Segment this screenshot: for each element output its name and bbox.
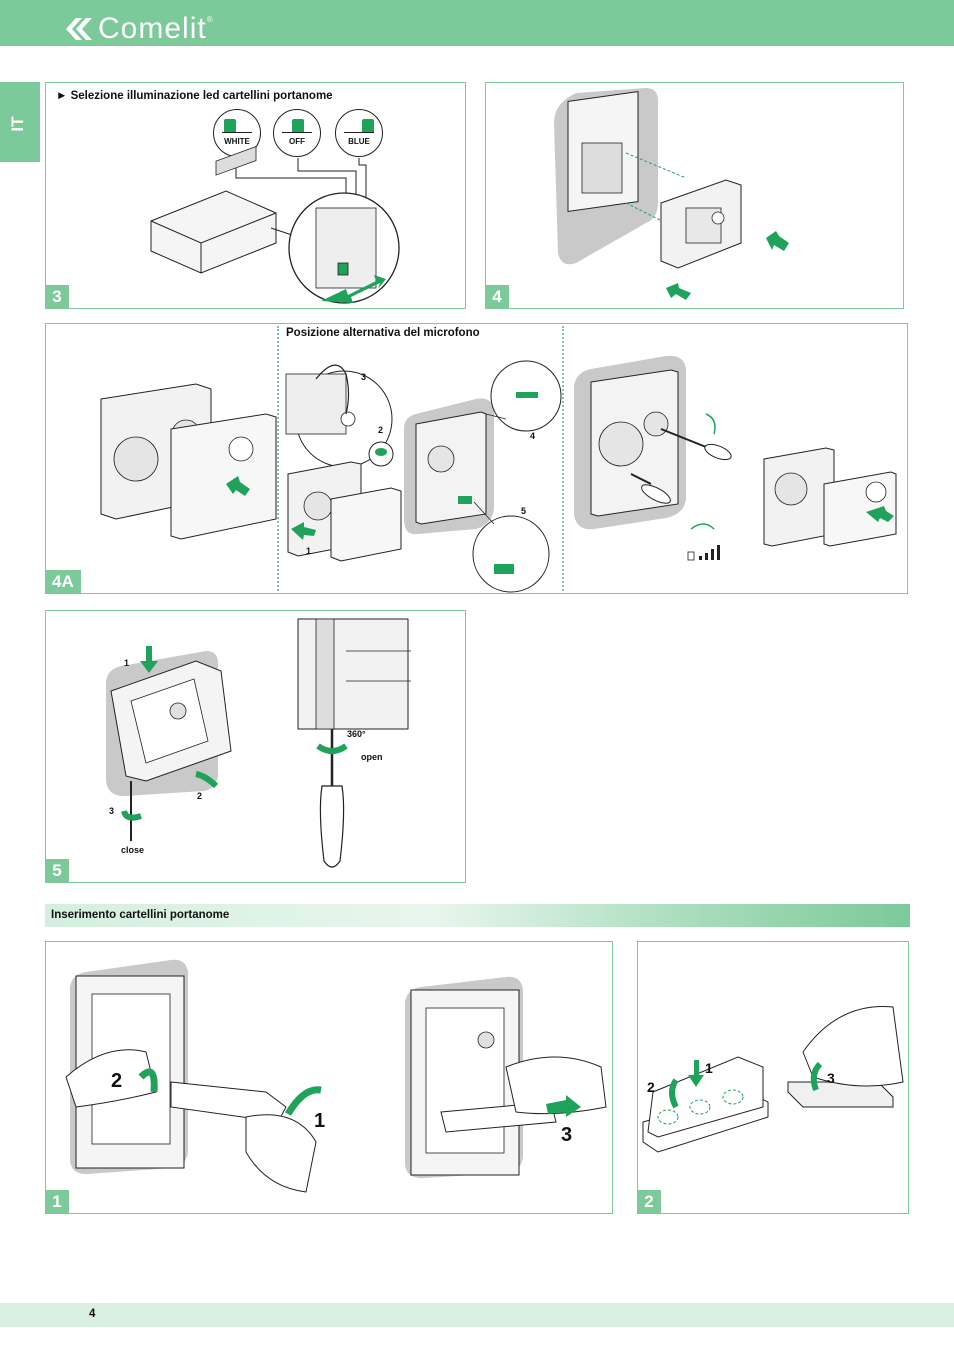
panel-4a-title: Posizione alternativa del microfono (286, 327, 480, 339)
step-label: 2 (111, 1070, 123, 1092)
panel-b1-badge: 1 (45, 1190, 69, 1214)
switch-icon (224, 119, 236, 132)
panel-4-badge: 4 (485, 285, 509, 309)
step-label: 2 (378, 425, 384, 435)
step-label: 1 (124, 658, 130, 668)
nameplate-removal-illustration (642, 1006, 904, 1153)
panel-3-title: ► Selezione illuminazione led cartellini… (56, 90, 333, 102)
panel-5-frame-closing: 1 2 3 close 360° open 5 (45, 610, 466, 883)
nameplate-insertion-illustration (65, 959, 607, 1193)
panel-3-led-selection: ► Selezione illuminazione led cartellini… (45, 82, 466, 309)
step-label: 1 (306, 546, 312, 556)
section-header: Inserimento cartellini portanome (45, 904, 910, 927)
brand-logo: Comelit ® (66, 12, 213, 45)
language-tab: IT (0, 82, 40, 162)
switch-icon (292, 119, 304, 132)
panel-5-badge: 5 (45, 859, 69, 883)
step-label: 3 (827, 1070, 835, 1086)
panel-divider (562, 326, 564, 591)
frame-illustration (106, 618, 411, 868)
led-option-label: OFF (289, 137, 305, 146)
led-option-label: BLUE (348, 137, 370, 146)
step-label: 1 (314, 1110, 326, 1132)
rotation-label: 360° (347, 729, 366, 739)
open-label: open (361, 752, 383, 762)
led-option-blue: BLUE (335, 109, 383, 157)
step-label: 4 (530, 431, 536, 441)
led-option-label: WHITE (224, 137, 250, 146)
panel-b2-nameplate-removal: 1 2 3 2 (637, 941, 909, 1214)
brand-name: Comelit (98, 12, 207, 45)
step-label: 3 (561, 1124, 573, 1146)
panel-b1-nameplate-insertion: 2 1 3 1 (45, 941, 613, 1214)
panel-4-module-mounting: 4 (485, 82, 904, 309)
comelit-logo-icon (66, 18, 96, 40)
panel-3-badge: 3 (45, 285, 69, 309)
language-code: IT (8, 116, 27, 132)
step-label: 3 (361, 372, 367, 382)
panel-4a-microphone: Posizione alternativa del microfono (45, 323, 908, 594)
step-label: 5 (521, 506, 527, 516)
module-illustration (150, 146, 400, 304)
trademark-symbol: ® (206, 14, 213, 24)
switch-icon (362, 119, 374, 132)
page-number: 4 (89, 1308, 96, 1320)
close-label: close (121, 845, 145, 855)
section-title: Inserimento cartellini portanome (51, 909, 230, 921)
page-header: Comelit ® (0, 0, 954, 46)
panel-4a-badge: 4A (45, 570, 81, 594)
step-label: 3 (109, 806, 115, 816)
page-footer: 4 (0, 1303, 954, 1327)
panel-divider (277, 326, 279, 591)
step-label: 1 (705, 1060, 713, 1076)
led-option-off: OFF (273, 109, 321, 157)
panel-b2-badge: 2 (637, 1190, 661, 1214)
mounting-illustration (554, 88, 789, 300)
step-label: 2 (197, 791, 203, 801)
microphone-illustration (100, 355, 897, 593)
step-label: 2 (647, 1079, 655, 1095)
